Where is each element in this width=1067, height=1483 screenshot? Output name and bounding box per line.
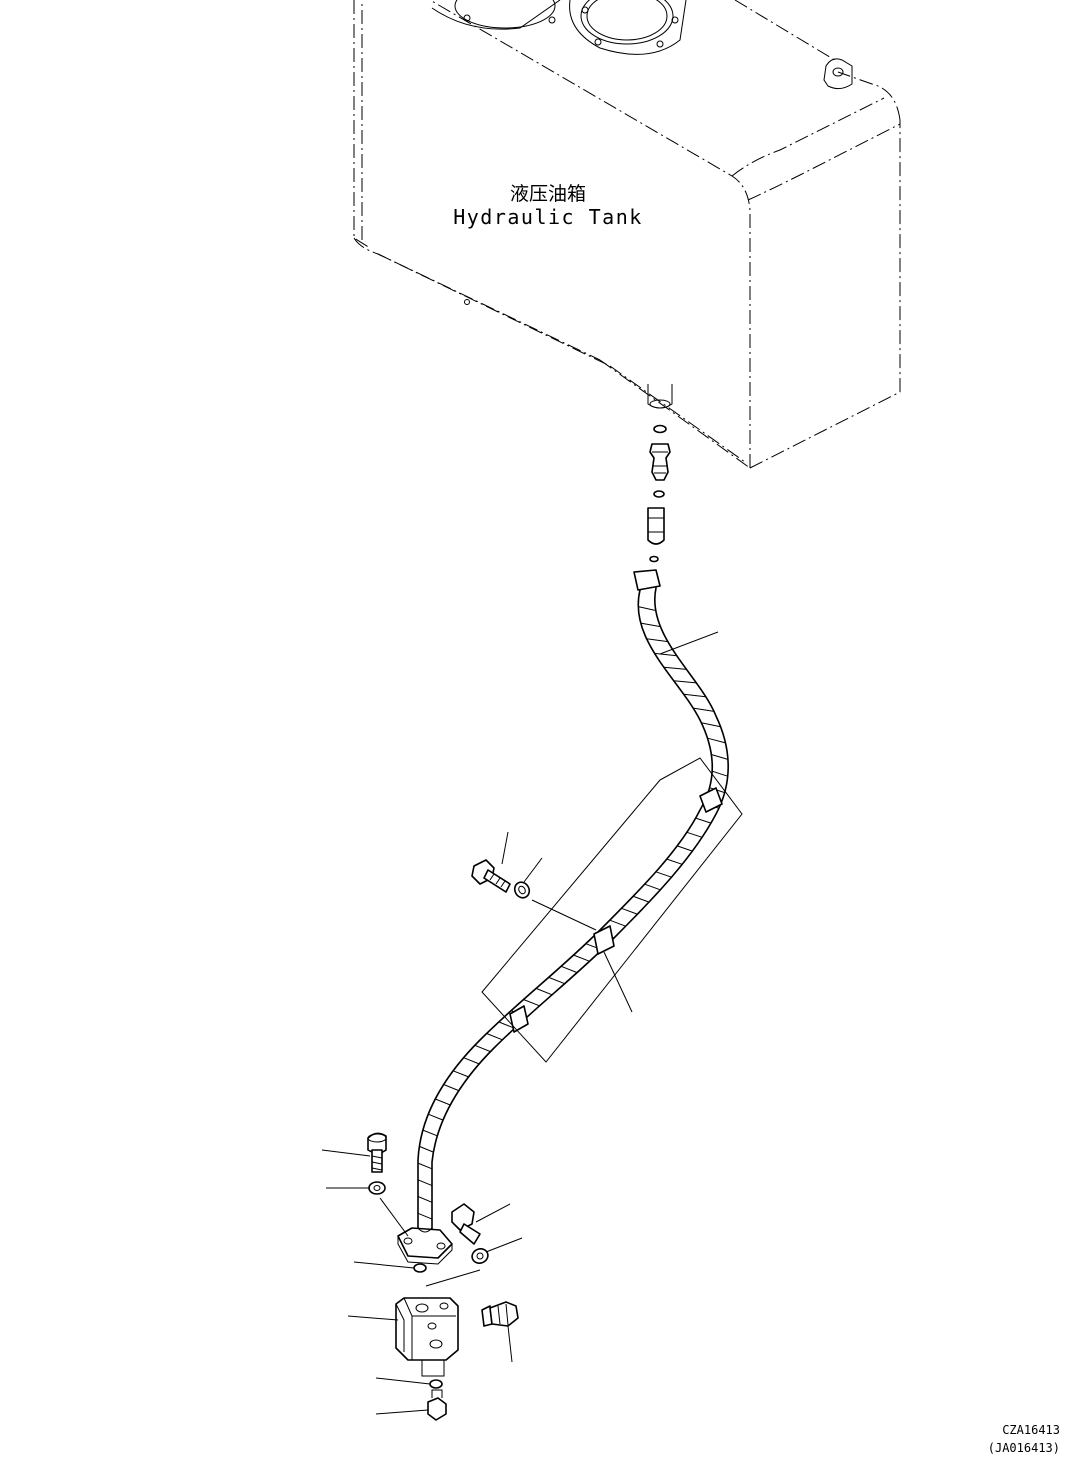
guard-band bbox=[633, 895, 650, 903]
adapter bbox=[649, 443, 671, 481]
block-leader bbox=[425, 1269, 481, 1287]
callout-leaders bbox=[321, 631, 719, 1415]
tank-outlet-fittings bbox=[647, 424, 671, 563]
o-ring-block-top bbox=[413, 1263, 427, 1273]
guard-band bbox=[443, 1084, 459, 1092]
hydraulic-tank: 液压油箱 Hydraulic Tank bbox=[353, 0, 901, 469]
guard-band bbox=[640, 622, 661, 628]
clamp-detail-frame bbox=[481, 757, 743, 1063]
clamp-2 bbox=[593, 925, 615, 955]
guard-band bbox=[609, 919, 626, 927]
guard-band bbox=[663, 666, 687, 670]
guard-band bbox=[644, 883, 661, 891]
tank-label-cn: 液压油箱 bbox=[510, 183, 586, 205]
o-ring-1 bbox=[653, 424, 667, 434]
guard-band bbox=[486, 1033, 503, 1041]
clamp-bolt bbox=[471, 859, 511, 893]
clamp-1 bbox=[699, 787, 723, 813]
guard-band bbox=[417, 1179, 433, 1187]
guard-band bbox=[673, 680, 697, 684]
guard-band bbox=[417, 1162, 433, 1170]
guard-band bbox=[711, 754, 729, 760]
guard-band bbox=[417, 1212, 433, 1220]
sensor-fitting bbox=[481, 1301, 519, 1327]
flange-bolt bbox=[367, 1132, 387, 1173]
o-ring-2 bbox=[653, 490, 665, 498]
o-ring-block-bottom bbox=[429, 1379, 443, 1389]
guard-band bbox=[683, 693, 706, 698]
guard-band bbox=[707, 737, 726, 744]
guard-band bbox=[693, 707, 715, 712]
drawing-ref: (JA016413) bbox=[988, 1441, 1060, 1455]
connector bbox=[647, 507, 665, 545]
hose-flange bbox=[397, 1227, 453, 1265]
guard-band bbox=[701, 722, 721, 728]
valve-block bbox=[395, 1297, 459, 1377]
elbow-washer bbox=[471, 1248, 489, 1264]
flange-washer bbox=[368, 1181, 386, 1195]
guard-band bbox=[695, 817, 712, 824]
guard-band bbox=[428, 1113, 444, 1121]
guard-band bbox=[417, 1196, 433, 1203]
guard-band bbox=[422, 1129, 438, 1137]
guard-band bbox=[573, 954, 590, 962]
spiral-guard bbox=[417, 606, 729, 1220]
guard-band bbox=[654, 652, 677, 657]
guard-band bbox=[677, 845, 693, 852]
guard-band bbox=[463, 1057, 480, 1065]
guard-band bbox=[621, 907, 638, 915]
plug bbox=[427, 1389, 447, 1421]
o-ring-3 bbox=[649, 555, 659, 563]
elbow-fitting bbox=[451, 1203, 481, 1245]
guard-band bbox=[535, 987, 553, 996]
guard-band bbox=[548, 976, 565, 985]
guard-band bbox=[686, 831, 703, 838]
flange-leader bbox=[379, 1197, 409, 1237]
guard-band bbox=[646, 638, 668, 643]
guard-band bbox=[711, 770, 728, 777]
guard-band bbox=[419, 1145, 434, 1153]
guard-band bbox=[523, 999, 540, 1007]
clamp-washer bbox=[513, 881, 531, 899]
guard-band bbox=[474, 1044, 491, 1053]
guard-band bbox=[655, 871, 672, 878]
guard-band bbox=[435, 1098, 451, 1106]
guard-band bbox=[638, 606, 656, 611]
guard-band bbox=[452, 1070, 469, 1078]
tank-label-en: Hydraulic Tank bbox=[453, 205, 643, 229]
drawing-code: CZA16413 bbox=[1002, 1423, 1060, 1437]
guard-band bbox=[666, 858, 683, 865]
guard-band bbox=[561, 965, 578, 974]
guard-band bbox=[498, 1021, 515, 1029]
hose-assembly bbox=[397, 569, 729, 1265]
